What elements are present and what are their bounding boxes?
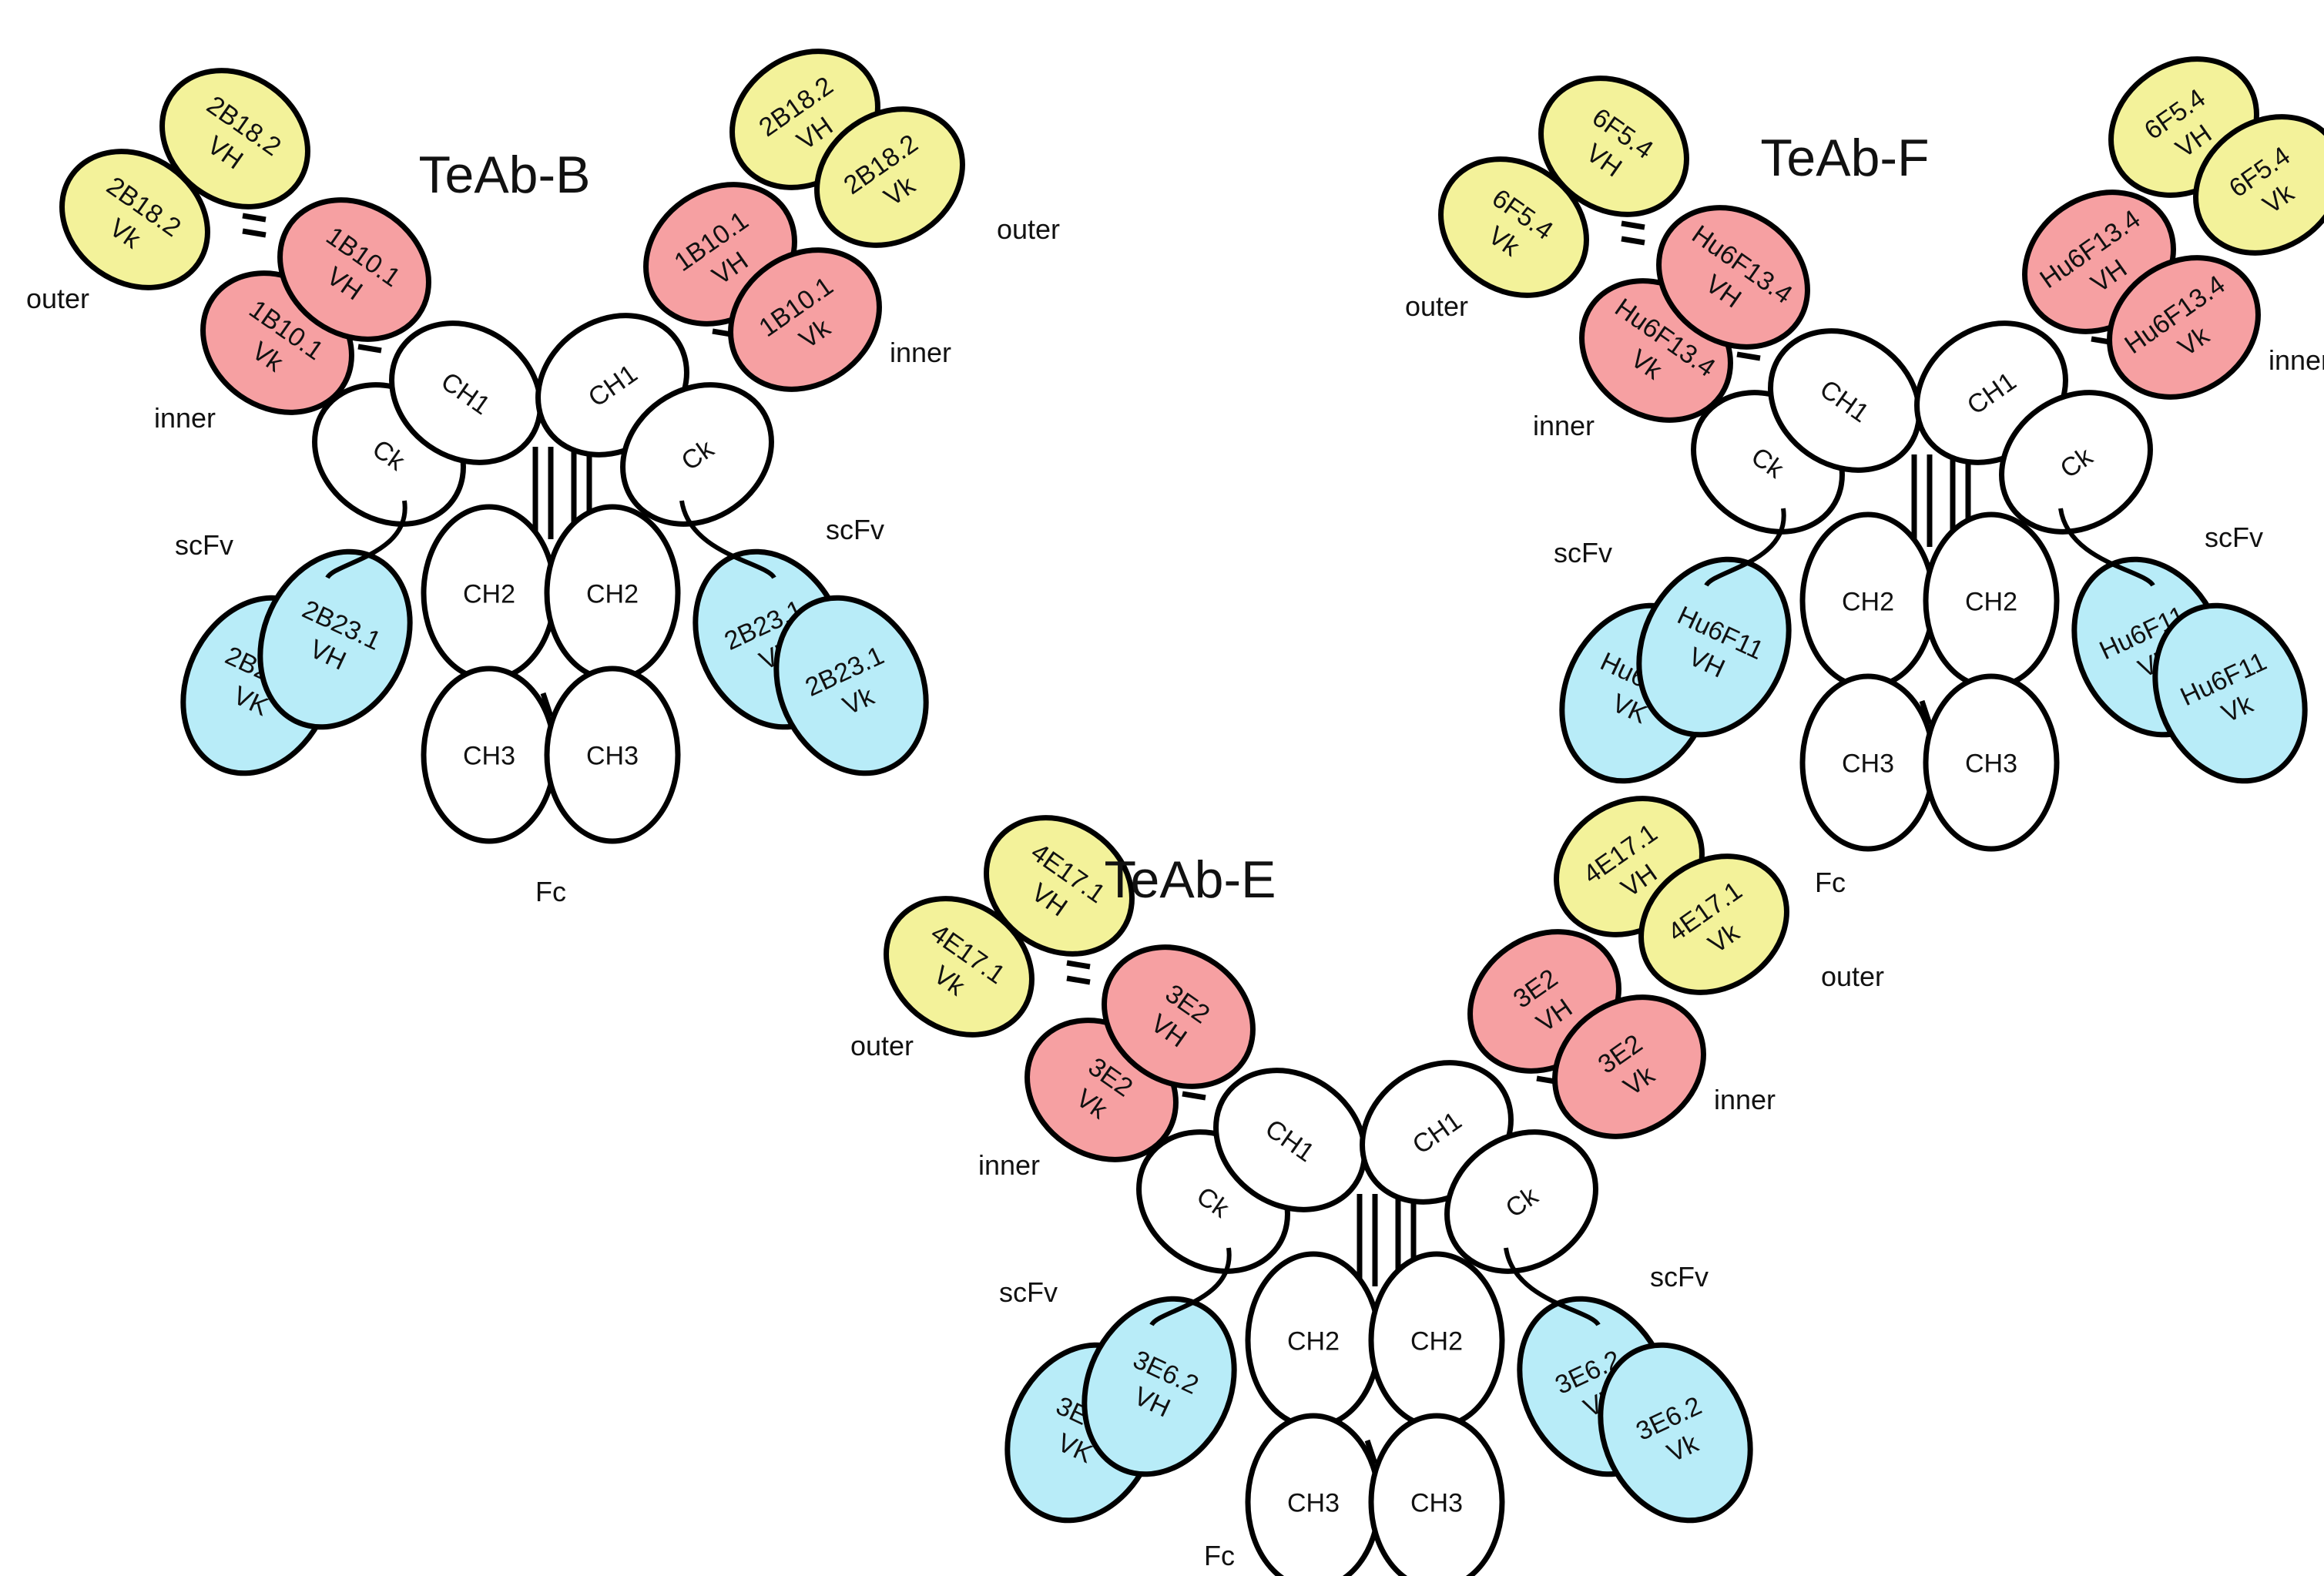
left-ch3-label: CH3 — [1842, 749, 1894, 778]
right-scfv-vk: 2B23.1Vk — [773, 595, 929, 776]
left-outer-vk: 2B18.2Vk — [59, 149, 210, 290]
scfv-label-right: scFv — [826, 514, 884, 545]
right-ch2-label: CH2 — [1410, 1326, 1463, 1356]
left-ch3-label: CH3 — [1287, 1488, 1340, 1517]
fc-label: Fc — [535, 876, 566, 907]
inner-label-left: inner — [1533, 410, 1595, 441]
left-outer-vk: 4E17.1Vk — [884, 896, 1035, 1038]
outer-label-left: outer — [850, 1030, 914, 1061]
left-outer-vh: 6F5.4VH — [1538, 75, 1689, 217]
right-outer-vk: 2B18.2Vk — [814, 106, 965, 248]
antibody-teab-b: 2B18.2Vk2B18.2VH1B10.1Vk1B10.1VHCkCH12B2… — [26, 49, 1060, 907]
left-inner-vh: Hu6F13.4VH — [1656, 205, 1810, 350]
scfv-label-left: scFv — [175, 529, 233, 561]
left-outer-vh: 2B18.2VH — [159, 68, 310, 210]
outer-label-right: outer — [997, 213, 1060, 245]
inner-label-left: inner — [154, 402, 216, 434]
scfv-label-right: scFv — [2205, 521, 2263, 553]
left-scfv-vh: 3E6.2VH — [1082, 1296, 1237, 1477]
fc-label: Fc — [1204, 1540, 1235, 1571]
left-ch3: CH3 — [421, 666, 558, 844]
right-scfv-linker — [1504, 1247, 1601, 1326]
scfv-label-right: scFv — [1650, 1261, 1709, 1293]
scfv-label-left: scFv — [999, 1276, 1058, 1308]
antibody-title: TeAb-E — [1105, 850, 1276, 909]
inner-label-right: inner — [890, 337, 951, 368]
left-scfv-linker — [325, 500, 407, 579]
left-ch1: CH1 — [389, 320, 543, 465]
left-ch2-label: CH2 — [1842, 587, 1894, 616]
left-scfv-linker — [1704, 508, 1786, 587]
right-inner-vk: Hu6F13.4Vk — [2107, 255, 2261, 400]
outer-label-left: outer — [26, 283, 89, 314]
right-ch3-label: CH3 — [586, 741, 639, 770]
left-ch2: CH2 — [1245, 1251, 1382, 1430]
right-ch3-label: CH3 — [1965, 749, 2017, 778]
right-outer-vk: 4E17.1Vk — [1638, 853, 1789, 995]
antibody-teab-f: 6F5.4Vk6F5.4VHHu6F13.4VkHu6F13.4VHCkCH1H… — [1405, 56, 2324, 898]
inner-label-right: inner — [2269, 344, 2324, 376]
left-inner-vh: 1B10.1VH — [277, 197, 431, 342]
right-outer-vk: 6F5.4Vk — [2193, 114, 2324, 256]
left-ch2: CH2 — [421, 504, 558, 682]
right-ch2-label: CH2 — [1965, 587, 2017, 616]
right-scfv-linker — [679, 500, 776, 579]
right-ch3: CH3 — [544, 666, 681, 844]
left-ch2: CH2 — [1799, 511, 1937, 690]
right-ck: Ck — [1444, 1129, 1598, 1274]
antibody-teab-e: 4E17.1Vk4E17.1VH3E2Vk3E2VHCkCH13E6.2VK3E… — [850, 796, 1884, 1576]
left-outer-vh: 4E17.1VH — [984, 815, 1135, 957]
inner-label-left: inner — [978, 1149, 1040, 1181]
right-scfv-linker — [2058, 508, 2155, 587]
right-ch2-label: CH2 — [586, 579, 639, 609]
right-inner-vk: 1B10.1Vk — [728, 247, 882, 392]
left-ch3: CH3 — [1799, 673, 1937, 852]
antibody-title: TeAb-F — [1760, 129, 1929, 187]
outer-label-right: outer — [1821, 961, 1884, 992]
left-ch1: CH1 — [1768, 328, 1922, 473]
right-ch3-label: CH3 — [1410, 1488, 1463, 1517]
inner-label-right: inner — [1714, 1084, 1776, 1115]
left-scfv-linker — [1149, 1247, 1232, 1326]
left-ch1: CH1 — [1213, 1068, 1367, 1212]
right-scfv-vk: 3E6.2Vk — [1598, 1342, 1753, 1524]
right-ch3: CH3 — [1368, 1413, 1505, 1576]
right-ch3: CH3 — [1923, 673, 2060, 852]
left-ch2-label: CH2 — [1287, 1326, 1340, 1356]
left-ch3: CH3 — [1245, 1413, 1382, 1576]
right-ch2: CH2 — [1368, 1251, 1505, 1430]
scfv-label-left: scFv — [1554, 537, 1612, 568]
left-ch2-label: CH2 — [463, 579, 515, 609]
right-ch2: CH2 — [1923, 511, 2060, 690]
right-ck: Ck — [1999, 390, 2153, 535]
outer-label-left: outer — [1405, 290, 1468, 322]
left-outer-vk: 6F5.4Vk — [1438, 156, 1589, 298]
antibody-title: TeAb-B — [419, 146, 591, 204]
left-ch3-label: CH3 — [463, 741, 515, 770]
fc-label: Fc — [1815, 867, 1846, 898]
left-scfv-vh: 2B23.1VH — [257, 548, 413, 730]
right-ck: Ck — [620, 382, 774, 527]
right-ch2: CH2 — [544, 504, 681, 682]
